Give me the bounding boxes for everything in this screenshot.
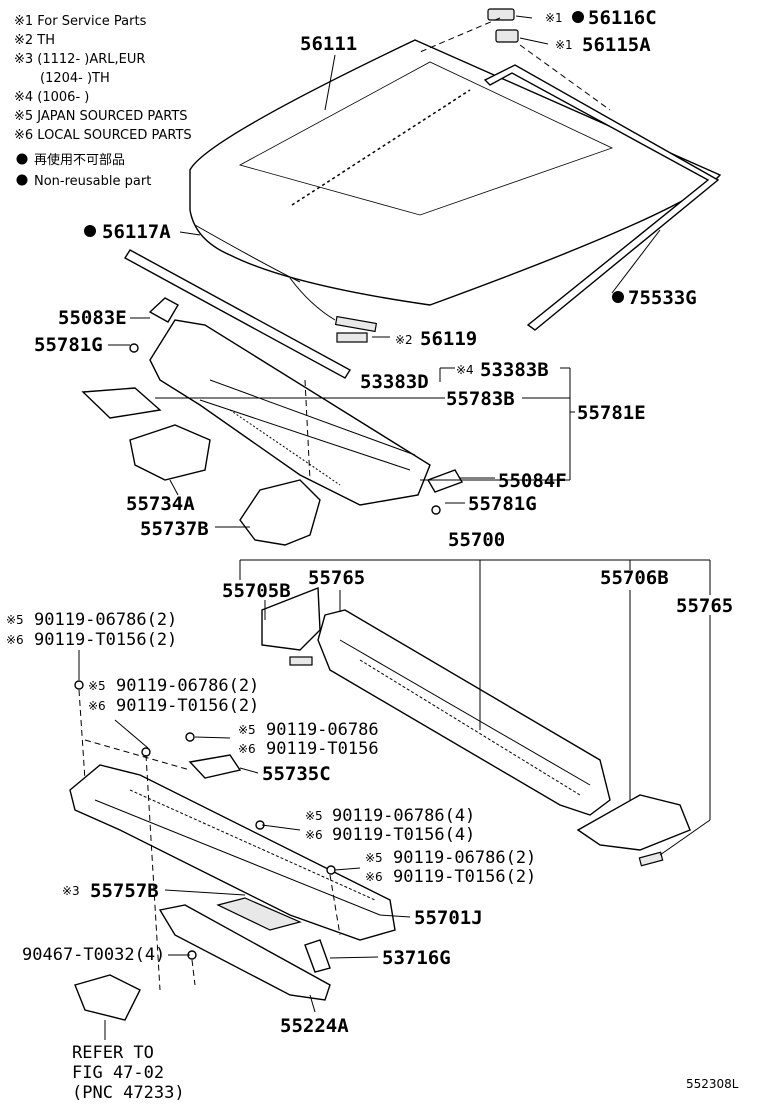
note-3: ※3 (1112- )ARL,EUR (14, 52, 145, 67)
marker-label: ※5 (88, 679, 106, 693)
part-number-55757B[interactable]: 55757B (90, 880, 159, 902)
part-number-55705B[interactable]: 55705B (222, 580, 291, 602)
marker-label: ※6 (6, 633, 24, 647)
part-number-55765[interactable]: 55765 (676, 595, 733, 617)
note-2: ※2 TH (14, 33, 55, 48)
marker-label: ※5 (365, 851, 383, 865)
cowl-top-panel-drawing (261, 586, 691, 867)
legend-notes: ※1 For Service Parts ※2 TH ※3 (1112- )AR… (14, 14, 192, 189)
part-number-55084F[interactable]: 55084F (498, 470, 567, 492)
bolt-number[interactable]: 90119-T0156(4) (332, 825, 475, 845)
leader-lines (78, 15, 711, 1040)
marker-label: ※5 (6, 613, 24, 627)
marker-label: ※5 (305, 809, 323, 823)
marker-label: ※5 (238, 723, 256, 737)
non-reusable-dot-icon (16, 153, 28, 165)
part-number-53716G[interactable]: 53716G (382, 947, 451, 969)
marker-label: ※3 (62, 884, 80, 898)
bolt-number[interactable]: 90467-T0032(4) (22, 945, 165, 965)
non-reusable-dot-icon (16, 174, 28, 186)
note-6: ※6 LOCAL SOURCED PARTS (14, 128, 192, 143)
bolt-number[interactable]: 90119-06786(2) (393, 848, 536, 868)
refer-line-2: FIG 47-02 (72, 1063, 164, 1083)
non-reusable-dot-icon (612, 291, 624, 303)
windshield-glass-drawing (124, 8, 722, 379)
part-number-56116C[interactable]: 56116C (588, 7, 657, 29)
marker-label: ※1 (555, 38, 573, 52)
lower-cowl-panel-drawing (69, 680, 396, 1021)
part-number-75533G[interactable]: 75533G (628, 287, 697, 309)
non-reusable-dot-icon (84, 225, 96, 237)
note-1: ※1 For Service Parts (14, 14, 147, 29)
bolt-number[interactable]: 90119-T0156(2) (393, 867, 536, 887)
marker-label: ※1 (545, 11, 563, 25)
bolt-number[interactable]: 90119-06786(2) (34, 610, 177, 630)
note-7: 再使用不可部品 (34, 152, 125, 168)
part-number-56117A[interactable]: 56117A (102, 221, 171, 243)
bolt-number[interactable]: 90119-T0156(2) (116, 696, 259, 716)
diagram-code: 552308L (686, 1077, 739, 1091)
refer-line-1: REFER TO (72, 1043, 154, 1063)
marker-label: ※4 (456, 363, 474, 377)
part-number-55781G[interactable]: 55781G (34, 334, 103, 356)
marker-label: ※6 (238, 742, 256, 756)
part-number-55734A[interactable]: 55734A (126, 493, 195, 515)
part-number-55224A[interactable]: 55224A (280, 1015, 349, 1037)
note-4: ※4 (1006- ) (14, 90, 89, 105)
note-5: ※5 JAPAN SOURCED PARTS (14, 109, 188, 124)
marker-label: ※2 (395, 333, 413, 347)
bolt-number[interactable]: 90119-T0156(2) (34, 630, 177, 650)
cowl-louver-drawing (81, 297, 464, 546)
part-number-55700[interactable]: 55700 (448, 529, 505, 551)
part-number-55701J[interactable]: 55701J (414, 907, 483, 929)
note-8: Non-reusable part (34, 174, 151, 189)
note-3b: (1204- )TH (40, 71, 110, 86)
marker-label: ※6 (365, 870, 383, 884)
refer-line-3: (PNC 47233) (72, 1083, 185, 1103)
part-number-56111[interactable]: 56111 (300, 33, 357, 55)
part-labels: ※1 56116C ※1 56115A 56111 56117A 75533G … (6, 7, 739, 1103)
part-number-55706B[interactable]: 55706B (600, 567, 669, 589)
part-number-53383B[interactable]: 53383B (480, 359, 549, 381)
part-number-55735C[interactable]: 55735C (262, 763, 331, 785)
bolt-number[interactable]: 90119-06786 (266, 720, 379, 740)
non-reusable-dot-icon (572, 11, 584, 23)
part-number-56119[interactable]: 56119 (420, 328, 477, 350)
marker-label: ※6 (305, 828, 323, 842)
part-number-53383D[interactable]: 53383D (360, 371, 429, 393)
bracket-part (487, 8, 515, 21)
part-number-55781E[interactable]: 55781E (577, 402, 646, 424)
part-number-55737B[interactable]: 55737B (140, 518, 209, 540)
part-number-55765[interactable]: 55765 (308, 567, 365, 589)
bolt-number[interactable]: 90119-T0156 (266, 739, 379, 759)
marker-label: ※6 (88, 699, 106, 713)
bolt-number[interactable]: 90119-06786(2) (116, 676, 259, 696)
bracket-part (495, 29, 519, 43)
part-number-55783B[interactable]: 55783B (446, 388, 515, 410)
bolt-number[interactable]: 90119-06786(4) (332, 806, 475, 826)
part-number-56115A[interactable]: 56115A (582, 34, 651, 56)
part-number-55781G[interactable]: 55781G (468, 493, 537, 515)
part-number-55083E[interactable]: 55083E (58, 307, 127, 329)
